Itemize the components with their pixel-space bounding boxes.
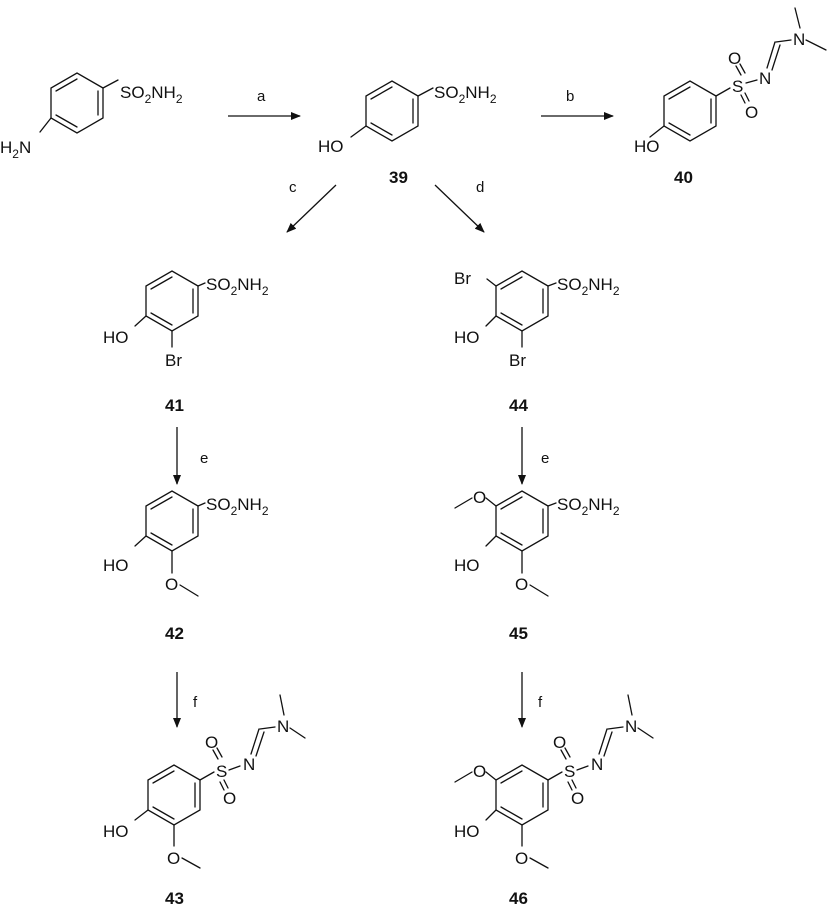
- hydroxyl-group: HO: [103, 822, 129, 841]
- oxygen-atom: O: [553, 733, 566, 752]
- hydroxyl-group: HO: [454, 556, 480, 575]
- reaction-arrow-e-left: e: [173, 427, 208, 485]
- compound-aminobenzenesulfonamide: SO2NH2 H2N: [0, 72, 183, 161]
- compound-label: 39: [389, 168, 408, 187]
- benzene-ring: [50, 72, 104, 134]
- bromine-atom: Br: [165, 351, 182, 370]
- sulfur-atom: S: [732, 77, 743, 96]
- step-label: c: [289, 179, 297, 196]
- sulfur-atom: S: [564, 762, 575, 781]
- benzene-ring: [147, 764, 201, 826]
- hydroxyl-group: HO: [634, 137, 660, 156]
- oxygen-atom: O: [205, 733, 218, 752]
- imine-nitrogen: N: [591, 755, 603, 774]
- reaction-arrow-a: a: [228, 88, 301, 120]
- oxygen-atom: O: [571, 789, 584, 808]
- sulfonamide-group: SO2NH2: [206, 495, 269, 518]
- sulfonamide-group: SO2NH2: [557, 495, 620, 518]
- compound-44: SO2NH2 Br HO Br 44: [454, 269, 620, 415]
- step-label: e: [541, 450, 549, 467]
- benzene-ring: [663, 80, 717, 142]
- sulfur-atom: S: [216, 762, 227, 781]
- step-label: f: [193, 694, 198, 711]
- reaction-arrow-f-right: f: [518, 672, 543, 728]
- amine-nitrogen: N: [625, 717, 637, 736]
- amine-nitrogen: N: [793, 30, 805, 49]
- sulfonamide-group: SO2NH2: [557, 275, 620, 298]
- compound-label: 45: [509, 624, 528, 643]
- oxygen-atom: O: [745, 103, 758, 122]
- methoxy-oxygen: O: [473, 488, 486, 507]
- compound-label: 46: [509, 889, 528, 908]
- benzene-ring: [495, 490, 549, 552]
- methoxy-oxygen: O: [515, 575, 528, 594]
- hydroxyl-group: HO: [454, 822, 480, 841]
- reaction-arrow-f-left: f: [173, 672, 198, 728]
- step-label: f: [538, 694, 543, 711]
- compound-46: O HO O S O O N N 46: [454, 694, 654, 908]
- hydroxyl-group: HO: [103, 556, 129, 575]
- compound-label: 40: [674, 168, 693, 187]
- benzene-ring: [365, 80, 419, 142]
- methoxy-oxygen: O: [167, 849, 180, 868]
- oxygen-atom: O: [728, 49, 741, 68]
- amine-nitrogen: N: [277, 717, 289, 736]
- benzene-ring: [145, 490, 199, 552]
- imine-nitrogen: N: [243, 755, 255, 774]
- sulfonamide-group: SO2NH2: [434, 83, 497, 106]
- methoxy-oxygen: O: [473, 762, 486, 781]
- benzene-ring: [145, 270, 199, 332]
- sulfonamide-group: SO2NH2: [206, 275, 269, 298]
- reaction-arrow-c: c: [286, 179, 337, 233]
- step-label: a: [257, 88, 266, 105]
- compound-39: SO2NH2 HO 39: [318, 80, 497, 187]
- compound-41: SO2NH2 HO Br 41: [103, 270, 269, 415]
- compound-42: SO2NH2 HO O 42: [103, 490, 269, 643]
- benzene-ring: [495, 764, 549, 826]
- bromine-atom: Br: [509, 351, 526, 370]
- amino-group: H2N: [0, 138, 31, 161]
- hydroxyl-group: HO: [454, 328, 480, 347]
- sulfonamide-group: SO2NH2: [120, 83, 183, 106]
- hydroxyl-group: HO: [318, 137, 344, 156]
- compound-label: 44: [509, 396, 528, 415]
- benzene-ring: [495, 270, 549, 332]
- compound-label: 42: [165, 624, 184, 643]
- oxygen-atom: O: [223, 789, 236, 808]
- step-label: d: [476, 179, 484, 196]
- imine-nitrogen: N: [759, 69, 771, 88]
- compound-label: 43: [165, 889, 184, 908]
- reaction-arrow-b: b: [541, 88, 614, 120]
- step-label: b: [566, 88, 574, 105]
- compound-45: SO2NH2 O HO O 45: [454, 488, 620, 643]
- methoxy-oxygen: O: [165, 575, 178, 594]
- step-label: e: [200, 450, 208, 467]
- reaction-arrow-d: d: [434, 179, 485, 233]
- compound-label: 41: [165, 396, 184, 415]
- methoxy-oxygen: O: [515, 849, 528, 868]
- compound-40: HO S O O N N 40: [634, 7, 827, 187]
- reaction-arrow-e-right: e: [518, 427, 549, 485]
- bromine-atom: Br: [454, 269, 471, 288]
- compound-43: HO O S O O N N 43: [103, 694, 306, 908]
- hydroxyl-group: HO: [103, 328, 129, 347]
